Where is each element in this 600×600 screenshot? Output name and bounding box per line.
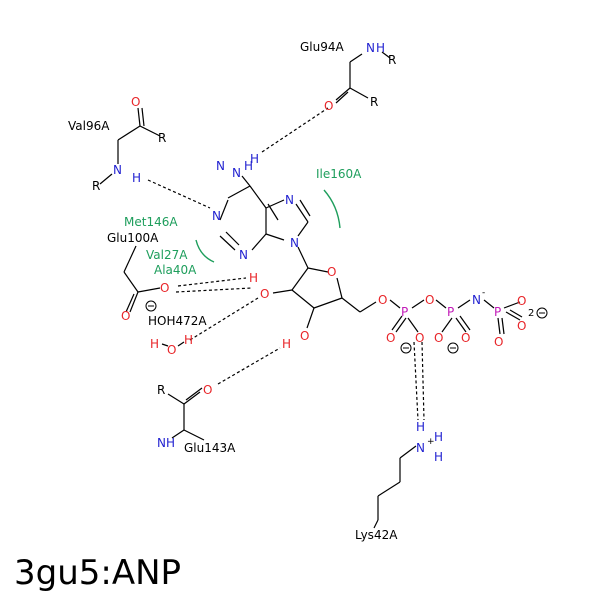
hydrophobic-labels: Ile160A Met146A Val27A Ala40A: [124, 167, 362, 277]
charge-minus-n: -: [482, 288, 485, 298]
atom-r-glu94-a: R: [388, 53, 396, 67]
atom-p-gamma: P: [494, 305, 501, 319]
residue-label-glu94: Glu94A: [300, 40, 345, 54]
atom-n-val96: N: [113, 163, 122, 177]
atom-o-glu94: O: [324, 99, 333, 113]
atom-n-bridge: N: [472, 293, 481, 307]
hydrogen-bonds: [147, 107, 425, 421]
atom-o-hoh: O: [167, 343, 176, 357]
atom-h-val96: H: [132, 171, 141, 185]
atom-o-pg-1: O: [494, 335, 503, 349]
minus-charge-icon: [447, 342, 459, 354]
atom-n-glu94: N: [366, 41, 375, 55]
charge-2: 2: [528, 308, 534, 319]
residue-label-glu143: Glu143A: [184, 441, 236, 455]
atom-h-lys42-3: H: [434, 450, 443, 464]
residue-bonds: [99, 51, 417, 529]
atom-o-pb-2: O: [461, 331, 470, 345]
atom-n7: N: [285, 193, 294, 207]
residue-label-val96: Val96A: [68, 119, 110, 133]
atom-h-glu94: H: [376, 41, 385, 55]
atom-n9: N: [290, 236, 299, 250]
hydrophobic-label-met146: Met146A: [124, 215, 178, 229]
atom-h-glu143: H: [166, 436, 175, 450]
residue-label-glu100: Glu100A: [107, 231, 159, 245]
val27-arc: [195, 239, 215, 263]
atom-o-pg-2: O: [517, 294, 526, 308]
atom-n1: N: [212, 209, 221, 223]
minus-charge-icon: [536, 307, 548, 319]
atom-o-pa-2: O: [415, 331, 424, 345]
atom-h-hoh-1: H: [150, 337, 159, 351]
residue-lys42: H H N + H Lys42A: [355, 420, 443, 542]
residue-label-lys42: Lys42A: [355, 528, 398, 542]
atom-o-glu143: O: [203, 383, 212, 397]
atom-p-beta: P: [447, 305, 454, 319]
atom-r-val96-b: R: [92, 179, 100, 193]
atom-o-pa-1: O: [386, 331, 395, 345]
atom-o4: O: [327, 265, 336, 279]
hydrophobic-label-ala40: Ala40A: [154, 263, 197, 277]
atom-o-glu100-b: O: [121, 309, 130, 323]
atom-o5: O: [378, 293, 387, 307]
atom-h-hoh-2: H: [184, 333, 193, 347]
atom-o2: O: [260, 287, 269, 301]
atom-n6: N: [232, 166, 241, 180]
atom-o3: O: [300, 329, 309, 343]
atom-h-lys42-2: H: [434, 430, 443, 444]
hydrophobic-label-ile160: Ile160A: [316, 167, 362, 181]
residue-hoh472: HOH472A H O H: [148, 314, 207, 357]
residue-glu100: Glu100A O O: [107, 231, 169, 323]
atom-n-glu143: N: [157, 436, 166, 450]
atom-n-lys42: N: [416, 441, 425, 455]
atom-h-amine-2: H: [250, 152, 259, 166]
residue-glu94: Glu94A N H R R O: [300, 40, 396, 113]
diagram-title: 3gu5:ANP: [14, 553, 181, 593]
atom-o-glu100-a: O: [160, 281, 169, 295]
hydrophobic-contacts: [195, 189, 341, 263]
ile160-arc: [323, 189, 341, 229]
atom-o-pg-3: O: [517, 319, 526, 333]
atom-h-o3: H: [282, 337, 291, 351]
minus-charge-icon: [400, 342, 412, 354]
atom-o-val96: O: [131, 95, 140, 109]
atom-h-o2: H: [249, 271, 258, 285]
ligand-atoms: N H H N N N N N O H O O H O P O P N - P …: [212, 152, 548, 354]
residue-label-hoh472: HOH472A: [148, 314, 207, 328]
ligand-bonds: [219, 175, 523, 335]
atom-p-alpha: P: [401, 305, 408, 319]
hydrophobic-label-val27: Val27A: [146, 248, 188, 262]
minus-charge-icon: [145, 300, 157, 312]
residue-glu143: R O N H Glu143A: [157, 383, 236, 455]
atom-r-glu143: R: [157, 383, 165, 397]
atom-o-pb-1: O: [434, 331, 443, 345]
atom-n3: N: [239, 248, 248, 262]
atom-r-glu94-b: R: [370, 95, 378, 109]
residue-val96: Val96A O R N H R: [68, 95, 166, 193]
atom-h-amine-1: H: [244, 159, 253, 173]
atom-o-bridge-1: O: [425, 293, 434, 307]
charge-plus-lys42: +: [427, 437, 435, 447]
atom-r-val96-a: R: [158, 131, 166, 145]
atom-h-lys42-1: H: [416, 420, 425, 434]
atom-n-amine: N: [216, 159, 225, 173]
